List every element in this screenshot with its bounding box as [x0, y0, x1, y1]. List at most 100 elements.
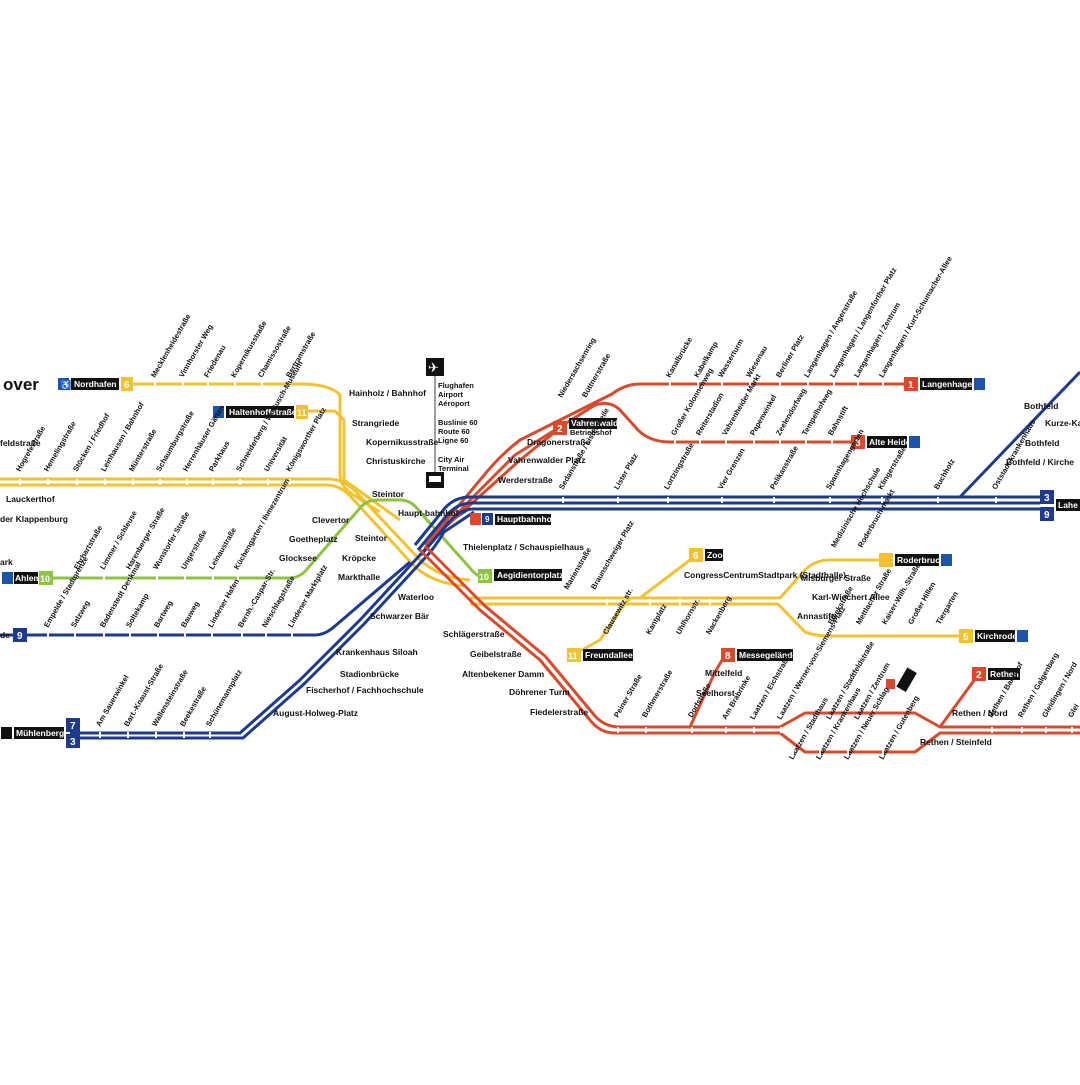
station-soltekamp: Soltekamp	[124, 591, 151, 629]
stop-marker	[829, 497, 831, 503]
terminal-kirchrode: Kirchrode	[977, 631, 1017, 641]
station-strangriede: Strangriede	[352, 418, 400, 428]
stop-marker	[805, 439, 807, 445]
station-feldstrasse: feldstraße	[0, 438, 41, 448]
wheelchair-icon	[941, 554, 952, 566]
station-peiner-stra-e: Peiner Straße	[612, 673, 644, 719]
stop-marker	[679, 599, 681, 605]
stop-marker	[47, 479, 49, 485]
station-wasserturm: Wasserturm	[716, 337, 745, 379]
line-7-badge	[66, 718, 80, 732]
station-glei: Glei	[1066, 702, 1080, 719]
station-misburger-strasse: Misburger Straße	[801, 573, 871, 583]
stop-marker	[829, 727, 831, 733]
line-8-badge	[851, 435, 865, 449]
line-9-west-track	[0, 560, 411, 637]
stop-marker	[129, 575, 131, 581]
stop-marker	[241, 632, 243, 638]
svg-text:♿: ♿	[60, 379, 71, 390]
stop-marker	[667, 497, 669, 503]
stop-marker	[937, 497, 939, 503]
stop-marker	[773, 497, 775, 503]
station-kanalbr-cke: Kanalbrücke	[664, 336, 694, 379]
stop-marker	[184, 632, 186, 638]
stop-marker	[47, 632, 49, 638]
station-bothfeld-kirche: Bothfeld / Kirche	[1006, 457, 1074, 467]
station-christuskirche: Christuskirche	[366, 456, 426, 466]
stop-marker	[779, 381, 781, 387]
terminal-ahlem-box	[14, 572, 38, 584]
terminal-muehlenberg: Mühlenberg	[16, 728, 64, 738]
station-lortzingstra-e: Lortzingstraße	[662, 441, 696, 491]
stop-marker	[211, 632, 213, 638]
airplane-icon: ✈	[428, 360, 439, 375]
stop-marker	[831, 439, 833, 445]
terminal-langenhagen: Langenhagen	[922, 379, 977, 389]
stop-marker	[606, 599, 608, 605]
terminal-messe-box	[737, 649, 793, 661]
station-hogrefestra-e: Hogrefestraße	[14, 424, 47, 473]
terminal-messegelaende: Messegelände	[739, 650, 797, 660]
stop-marker	[882, 749, 884, 755]
stop-marker	[104, 479, 106, 485]
station-gro-er-kolonnenweg: Großer Kolonnenweg	[669, 366, 715, 437]
station-braunschweiger-platz: Braunschweiger Platz	[589, 519, 636, 591]
line-2-rethen-track	[938, 674, 980, 728]
station-vahrenwalder-platz: Vahrenwalder Platz	[508, 455, 585, 465]
terminal-zoo-box	[705, 549, 723, 561]
stop-marker	[237, 575, 239, 581]
stop-marker	[212, 575, 214, 581]
station-beekestra-e: Beekestraße	[178, 685, 208, 728]
line-4-badge	[879, 553, 893, 567]
stop-marker	[885, 597, 887, 603]
stop-marker	[265, 632, 267, 638]
station-tiergarten: Tiergarten	[934, 589, 960, 626]
station-langenhagen-zentrum: Langenhagen / Zentrum	[852, 301, 902, 379]
station-schwarzer-baer: Schwarzer Bär	[370, 611, 430, 621]
bus-route-fr: Ligne 60	[438, 436, 468, 445]
stop-marker	[807, 381, 809, 387]
station-bahnstift: Bahnstift	[826, 404, 850, 437]
station-congresscentrum: CongressCentrumStadtpark (Stadthalle)	[684, 570, 846, 580]
station-parkhaus: Parkhaus	[207, 439, 232, 473]
station-annastift: Annastift	[797, 611, 834, 621]
station-clevertor: Clevertor	[312, 515, 350, 525]
stop-marker	[99, 732, 101, 738]
station-spannhagengarten: Spannhagengarten	[824, 427, 866, 491]
terminal-nordhafen: Nordhafen	[74, 379, 117, 389]
line-11-number: 11	[297, 408, 307, 418]
station-seelhorst: Seelhorst	[696, 688, 735, 698]
line-9-badge-east	[1040, 507, 1054, 521]
wheelchair-icon	[974, 378, 985, 390]
wheelchair-icon	[213, 406, 224, 418]
station-steintor-u: Steintor	[355, 533, 388, 543]
stop-marker	[649, 599, 651, 605]
station-bothfeld-b: Bothfeld	[1025, 438, 1059, 448]
station-waterloo: Waterloo	[398, 592, 434, 602]
stop-marker	[261, 381, 263, 387]
station-klappenburg: der Klappenburg	[0, 514, 68, 524]
terminal-lahe-box	[1056, 499, 1080, 511]
station-klingerstra-e: Klingerstraße	[876, 445, 908, 491]
station-altenbekener-damm: Altenbekener Damm	[462, 669, 545, 679]
station-kurze-kamp: Kurze-Kamp	[1045, 418, 1080, 428]
line-5-badge	[959, 629, 973, 643]
station-papenwinkel: Papenwinkel	[748, 393, 779, 437]
station-august-holweg-platz: August-Holweg-Platz	[273, 708, 358, 718]
line-3-east-track	[413, 495, 1040, 546]
station-schlaegerstrasse: Schlägerstraße	[443, 629, 505, 639]
stop-marker	[780, 727, 782, 733]
stop-marker	[725, 439, 727, 445]
station-park-fragment: ark	[0, 557, 13, 567]
stop-marker	[289, 381, 291, 387]
city-air-label: City Air	[438, 455, 464, 464]
station-hainholz: Hainholz / Bahnhof	[349, 388, 426, 398]
stop-marker	[1045, 727, 1047, 733]
stop-marker	[721, 497, 723, 503]
line-8-badge-messe	[721, 648, 735, 662]
stop-marker	[881, 497, 883, 503]
terminal-roderbruch: Roderbruch	[897, 555, 945, 565]
stop-marker	[127, 732, 129, 738]
stop-marker	[1021, 727, 1023, 733]
